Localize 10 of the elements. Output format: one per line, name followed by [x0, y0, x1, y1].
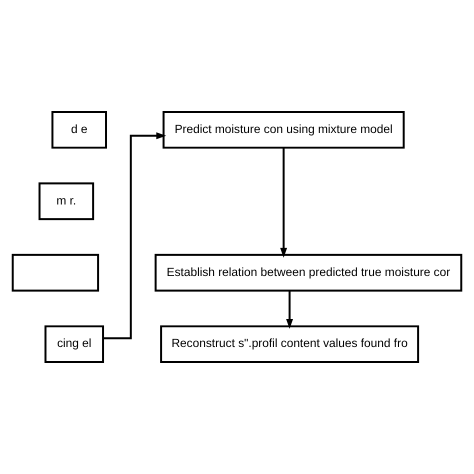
node-box: d e: [51, 110, 107, 149]
node-box: m r.: [38, 182, 94, 220]
node-box: [12, 254, 100, 292]
arrow: [280, 148, 288, 258]
node-box: Reconstruct s".profil content values found fro: [160, 325, 420, 364]
node-box: cing el: [44, 325, 104, 364]
node-box: Predict moisture con using mixture model: [162, 110, 405, 149]
node-box: Establish relation between predicted true moisture cor: [154, 254, 462, 292]
arrow: [103, 132, 166, 340]
arrow: [286, 290, 294, 329]
